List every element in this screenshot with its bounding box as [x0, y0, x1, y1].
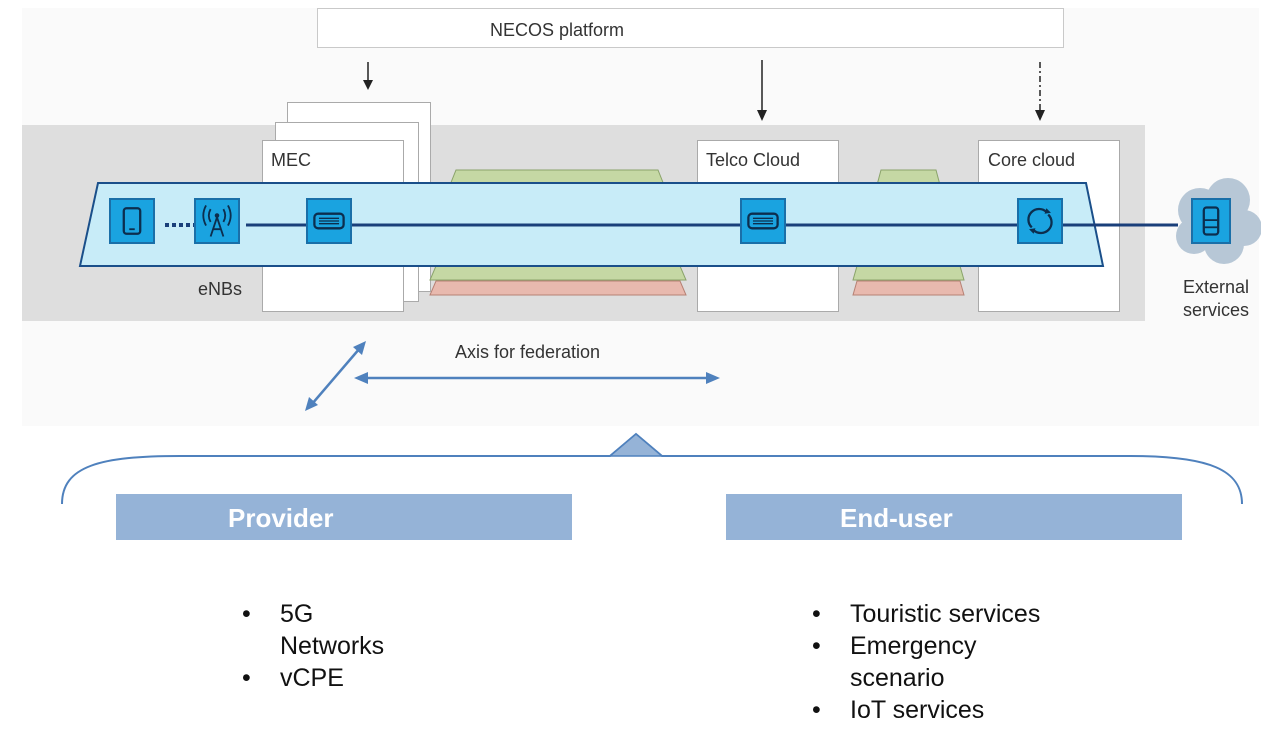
provider-category-bar: [116, 494, 572, 540]
federation-axis-diag-top-head: [353, 341, 366, 355]
telco-switch-icon: [740, 198, 786, 244]
core-router-icon: [1017, 198, 1063, 244]
necos-platform-box: [317, 8, 1064, 48]
external-label-line2: services: [1182, 300, 1249, 320]
mec-label: MEC: [271, 150, 311, 170]
list-item: vCPE: [240, 662, 384, 694]
mobile-device-icon: [109, 198, 155, 244]
external-label-line1: External: [1182, 277, 1250, 297]
transport-layer-green-bottom-2: [852, 265, 965, 281]
federation-axis-left-head: [354, 372, 368, 384]
axis-for-federation-label: Axis for federation: [455, 342, 601, 362]
brace-peak: [607, 433, 665, 457]
end-user-subtitle: oriented: [838, 543, 933, 568]
arrow-to-telco-head: [757, 110, 767, 121]
core-cloud-label: Core cloud: [988, 150, 1076, 170]
network-diagram-svg: [78, 60, 1261, 411]
brace-svg: [61, 432, 1243, 505]
external-server-icon: [1191, 198, 1231, 244]
federation-axis-right-head: [706, 372, 720, 384]
transport-layer-green-bottom-1: [429, 265, 687, 281]
external-services-label: External services: [1170, 276, 1261, 322]
transport-layer-pink-1: [429, 280, 687, 296]
telco-cloud-label: Telco Cloud: [706, 150, 801, 170]
federation-axis-diag-bottom-head: [305, 397, 318, 411]
transport-layer-pink-2: [852, 280, 965, 296]
federation-axis-diagonal: [311, 347, 361, 405]
enbs-label: eNBs: [198, 279, 243, 299]
provider-title: Provider: [228, 503, 334, 533]
list-item: Touristic services: [810, 598, 1040, 630]
end-user-title: End-user: [840, 503, 953, 533]
provider-subtitle: oriented: [228, 543, 323, 568]
arrow-to-mec-head: [363, 80, 373, 90]
list-item: IoT services: [810, 694, 1040, 726]
antenna-icon: [194, 198, 240, 244]
necos-platform-label: NECOS platform: [489, 20, 625, 40]
arrow-to-core-head: [1035, 110, 1045, 121]
end-user-category-bar: [726, 494, 1182, 540]
mec-switch-icon: [306, 198, 352, 244]
